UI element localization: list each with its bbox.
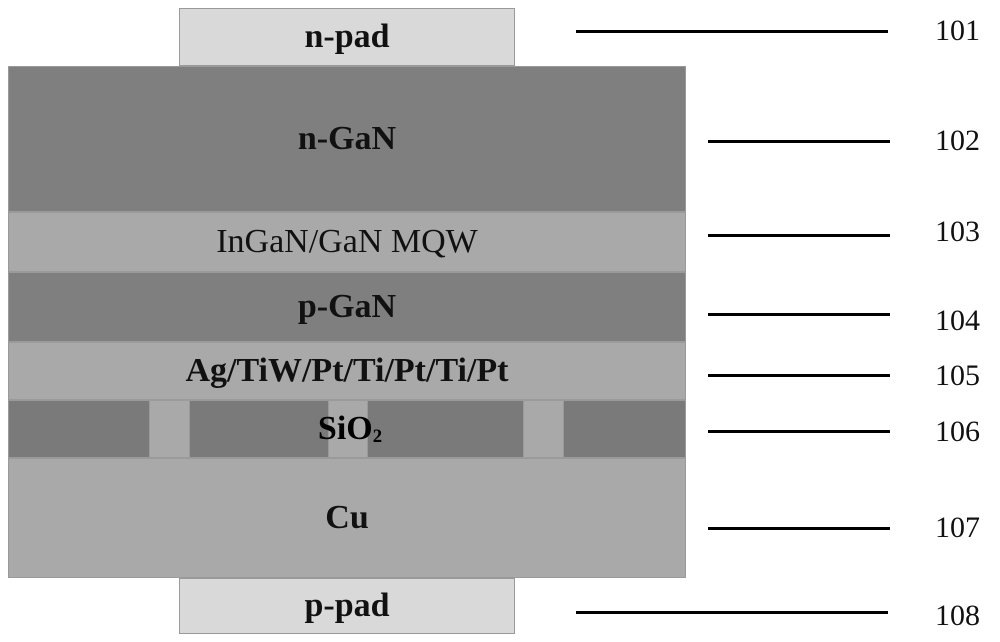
callout-108: 108 [935,601,980,631]
leader-line-104 [708,313,890,316]
p-gan-label: p-GaN [298,290,396,324]
mqw-label: InGaN/GaN MQW [216,225,478,259]
callout-106: 106 [935,417,980,447]
leader-line-103 [708,234,890,237]
leader-line-108 [576,611,888,614]
n-gan-label: n-GaN [298,122,396,156]
callout-107: 107 [935,513,980,543]
callout-103: 103 [935,217,980,247]
metal-stack-layer: Ag/TiW/Pt/Ti/Pt/Ti/Pt [8,342,686,400]
leader-line-102 [708,140,890,143]
n-pad-label: n-pad [304,20,389,54]
metal-stack-label: Ag/TiW/Pt/Ti/Pt/Ti/Pt [185,354,508,388]
callout-101: 101 [935,16,980,46]
leader-line-101 [576,30,888,33]
sio2-block-1 [8,400,150,458]
callout-105: 105 [935,361,980,391]
sio2-block-4 [563,400,686,458]
p-gan-layer: p-GaN [8,272,686,342]
leader-line-106 [708,430,890,433]
p-pad-layer: p-pad [179,578,515,634]
sio2-label: SiO2 [300,412,400,447]
callout-102: 102 [935,126,980,156]
leader-line-107 [708,527,890,530]
cu-layer: Cu [8,458,686,578]
n-gan-layer: n-GaN [8,66,686,212]
p-pad-label: p-pad [304,589,389,623]
callout-104: 104 [935,306,980,336]
n-pad-layer: n-pad [179,8,515,66]
leader-line-105 [708,374,890,377]
cu-label: Cu [325,501,368,535]
mqw-layer: InGaN/GaN MQW [8,212,686,272]
